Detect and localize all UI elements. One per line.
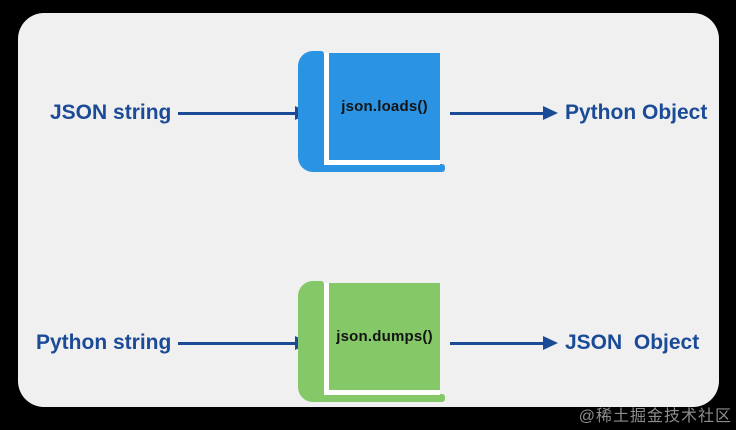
diagram-card: JSON string json.loads() Python Object P… bbox=[18, 13, 719, 407]
book-icon-loads: json.loads() bbox=[298, 51, 445, 172]
row2-function-label: json.dumps() bbox=[336, 328, 433, 345]
arrow-shaft bbox=[450, 111, 543, 115]
book-cover: json.loads() bbox=[329, 53, 440, 160]
row2-arrow-right bbox=[450, 336, 558, 350]
arrow-head-icon bbox=[543, 336, 558, 350]
row1-result-label: Python Object bbox=[565, 101, 708, 124]
book-icon-dumps: json.dumps() bbox=[298, 281, 445, 402]
book-spine bbox=[298, 51, 324, 172]
arrow-shaft bbox=[178, 111, 295, 115]
row1-source-label: JSON string bbox=[50, 101, 172, 124]
book-cover: json.dumps() bbox=[329, 283, 440, 390]
book-bottom-band bbox=[312, 164, 445, 172]
arrow-shaft bbox=[178, 341, 295, 345]
row2-result-label: JSON Object bbox=[565, 331, 700, 354]
book-spine bbox=[298, 281, 324, 402]
arrow-head-icon bbox=[543, 106, 558, 120]
row2-arrow-left bbox=[178, 336, 310, 350]
arrow-shaft bbox=[450, 341, 543, 345]
watermark-text: @稀土掘金技术社区 bbox=[578, 408, 732, 425]
row1-arrow-left bbox=[178, 106, 310, 120]
row1-arrow-right bbox=[450, 106, 558, 120]
row2-source-label: Python string bbox=[36, 331, 172, 354]
row1-function-label: json.loads() bbox=[341, 98, 428, 115]
book-bottom-band bbox=[312, 394, 445, 402]
